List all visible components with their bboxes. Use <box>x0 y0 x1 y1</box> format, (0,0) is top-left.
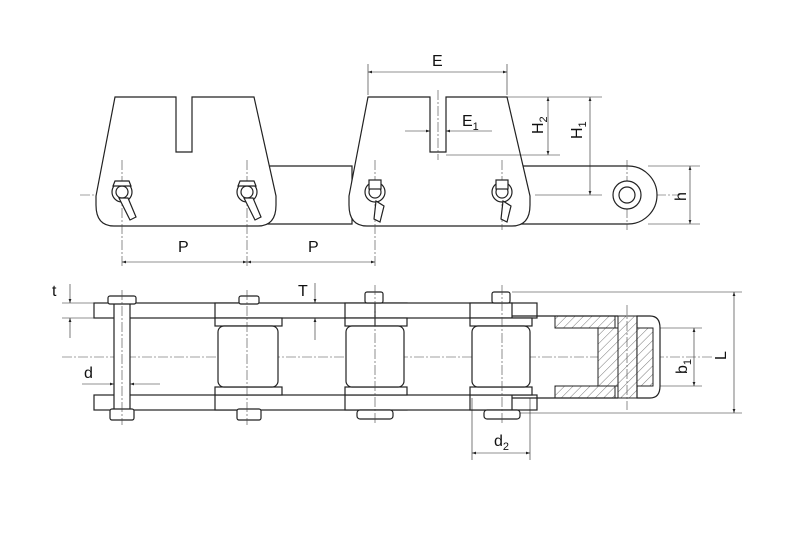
dim-label-P-right: P <box>308 239 319 256</box>
dim-label-h: h <box>673 192 690 201</box>
dim-label-t: t <box>52 283 57 300</box>
top-plate-4 <box>469 302 513 319</box>
dim-label-d: d <box>84 365 93 382</box>
pin-plan-3 <box>364 291 384 304</box>
inner-plate-top-3 <box>469 317 533 327</box>
end-pin-section <box>617 315 638 399</box>
pin-plan-2 <box>238 295 260 305</box>
pin-head-4 <box>491 179 513 223</box>
roller-3 <box>471 325 531 388</box>
inner-plate-bottom-2 <box>344 386 408 396</box>
inner-plate-top-1 <box>214 317 283 327</box>
dim-label-P-left: P <box>178 239 189 256</box>
inner-plate-top-2 <box>344 317 408 327</box>
pin-head-3 <box>364 179 386 223</box>
dim-label-d2: d2 <box>494 433 509 453</box>
inner-plate-bottom-1 <box>214 386 283 396</box>
attachment-plate-1 <box>95 96 277 227</box>
pin-head-1 <box>111 180 137 221</box>
side-elevation-view: E E1 H2 H1 h P P <box>80 53 700 268</box>
roller-1 <box>217 325 279 388</box>
end-pin-hole <box>612 180 642 210</box>
dim-label-L: L <box>713 351 730 360</box>
plan-view: t T d d2 b1 L <box>52 283 742 460</box>
dim-label-H2: H2 <box>530 116 550 134</box>
bottom-plate-4 <box>469 394 513 411</box>
dim-label-T: T <box>298 283 308 300</box>
inner-plate-bottom-3 <box>469 386 533 396</box>
pin-plan-4 <box>491 291 511 304</box>
dim-label-E: E <box>432 53 443 70</box>
link-plate-middle <box>267 165 353 225</box>
pin-head-2 <box>236 180 262 221</box>
dim-label-b1: b1 <box>674 359 694 374</box>
dim-label-H1: H1 <box>569 121 589 139</box>
end-link-section <box>512 315 661 399</box>
dim-label-E1: E1 <box>462 113 479 133</box>
